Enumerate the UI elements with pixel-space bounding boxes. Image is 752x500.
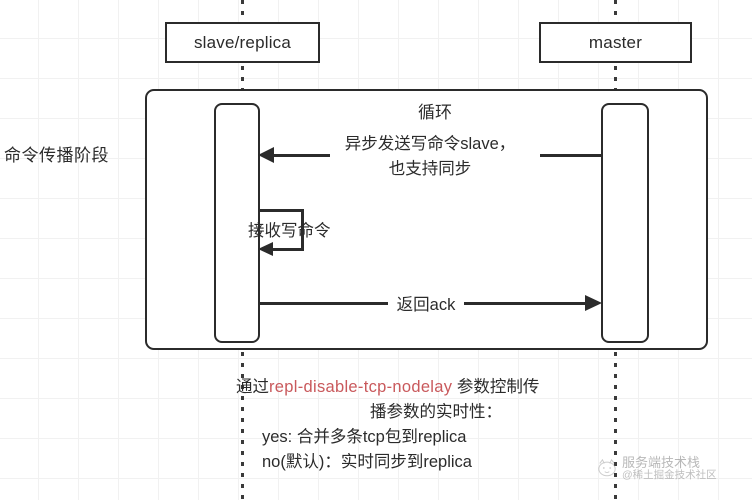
activation-bar-master [601, 103, 649, 343]
message-1-label: 异步发送写命令slave， 也支持同步 [318, 132, 542, 182]
loop-frame [145, 89, 708, 350]
bottom-note-line-1: 通过repl-disable-tcp-nodelay 参数控制传 [236, 375, 636, 400]
watermark-text: 服务端技术栈 @稀土掘金技术社区 [622, 456, 717, 481]
message-2-arrowhead-icon [258, 242, 273, 256]
participant-master-label: master [588, 32, 643, 52]
message-2-self-right-segment [301, 209, 304, 251]
participant-master[interactable]: master [539, 22, 692, 63]
bottom-note-line-4: no(默认)：实时同步到replica [262, 453, 472, 471]
message-3-arrowhead-icon [585, 295, 602, 311]
bottom-note-parameter-name: repl-disable-tcp-nodelay [269, 378, 453, 396]
bottom-note-line-2: 播参数的实时性： [370, 403, 502, 421]
watermark-name: 服务端技术栈 [622, 455, 701, 470]
participant-slave-label: slave/replica [193, 32, 292, 52]
message-2-label: 接收写命令 [248, 222, 331, 240]
loop-frame-label: 循环 [418, 103, 452, 122]
activation-bar-slave [214, 103, 260, 343]
message-1-line-left-segment [262, 154, 330, 157]
bottom-note: 通过repl-disable-tcp-nodelay 参数控制传 播参数的实时性… [236, 375, 636, 475]
phase-label: 命令传播阶段 [4, 146, 109, 165]
message-3-label: 返回ack [396, 296, 456, 314]
message-1-label-line1: 异步发送写命令slave， [344, 135, 516, 153]
message-2-self-bottom-segment [272, 248, 304, 251]
bottom-note-line-3: yes: 合并多条tcp包到replica [262, 428, 467, 446]
message-1-label-line2: 也支持同步 [388, 160, 472, 178]
bottom-note-line-1-prefix: 通过 [236, 378, 269, 396]
watermark-handle: @稀土掘金技术社区 [622, 468, 717, 481]
participant-slave-replica[interactable]: slave/replica [165, 22, 320, 63]
message-3-line-left-segment [260, 302, 388, 305]
message-1-line-right-segment [540, 154, 601, 157]
message-1-arrowhead-icon [258, 147, 274, 163]
message-2-self-top-segment [258, 209, 304, 212]
message-3-line-right-segment [464, 302, 586, 305]
bottom-note-line-1-suffix: 参数控制传 [452, 378, 540, 396]
